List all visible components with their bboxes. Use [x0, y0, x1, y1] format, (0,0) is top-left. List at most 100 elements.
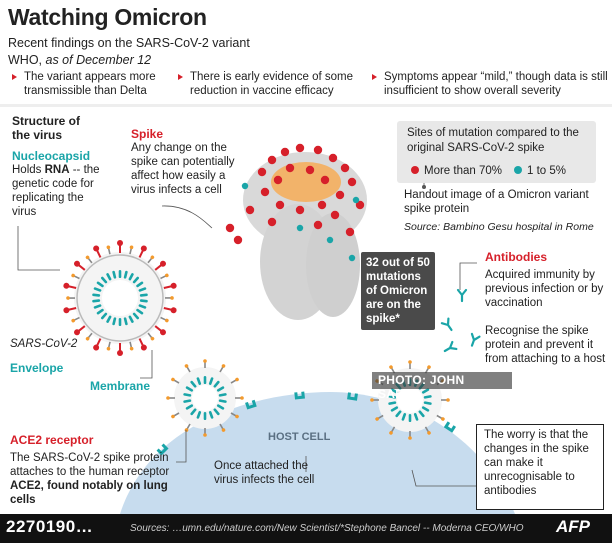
nucleocapsid-suffix: -- the [69, 164, 100, 176]
nucleocapsid-desc: genetic code for replicating the virus [12, 178, 94, 218]
antibodies-title: Antibodies [485, 250, 547, 264]
afp-logo: AFP [556, 517, 590, 536]
legend-title: Sites of mutation compared to the origin… [407, 127, 579, 154]
subtitle-source: WHO, [8, 53, 46, 67]
summary-item-3: Symptoms appear “mild,” though data is s… [372, 70, 608, 98]
ace2-title: ACE2 receptor [10, 433, 94, 447]
envelope-protein-icon [166, 396, 175, 400]
subtitle-line1: Recent findings on the SARS-CoV-2 varian… [8, 36, 250, 50]
legend-label: 1 to 5% [527, 165, 566, 177]
footer-sources: Sources: …umn.edu/nature.com/New Scienti… [130, 523, 524, 534]
mutation-site-high [245, 205, 255, 215]
attached-text: Once attached the virus infects the cell [214, 460, 315, 486]
envelope-protein-icon [170, 411, 180, 419]
mutation-site-high [260, 187, 270, 197]
nucleocapsid-segment [408, 414, 412, 422]
teal-dot-icon [514, 166, 522, 174]
envelope-protein-icon [235, 396, 244, 400]
mutation-site-high [328, 153, 338, 163]
mutation-site-high [335, 190, 345, 200]
mutation-site-high [295, 143, 305, 153]
spike-icon [163, 305, 178, 314]
subtitle: Recent findings on the SARS-CoV-2 varian… [8, 35, 250, 69]
spike-block: Spike Any change on the spike can potent… [131, 127, 249, 197]
mutation-site-high [295, 205, 305, 215]
bullet-triangle-icon [12, 74, 17, 80]
mutation-site-high [320, 175, 330, 185]
nucleocapsid-line1: Holds RNA -- the [12, 163, 132, 177]
mutation-site-high [313, 220, 323, 230]
envelope-protein-icon [159, 315, 170, 323]
nucleocapsid-segment [118, 318, 122, 326]
summary-text: There is early evidence of some reductio… [190, 71, 353, 97]
ace2-desc: The SARS-CoV-2 spike protein attaches to… [10, 451, 185, 507]
nucleocapsid-prefix: Holds [12, 164, 45, 176]
footer-code: 2270190… [6, 517, 94, 536]
subtitle-date: as of December 12 [45, 53, 152, 67]
structure-heading: Structure of the virus [12, 114, 81, 142]
summary-item-2: There is early evidence of some reductio… [178, 70, 363, 98]
mutation-site-high [280, 147, 290, 157]
membrane-label: Membrane [90, 379, 151, 393]
mutation-site-high [275, 200, 285, 210]
photo-credit: PHOTO: JOHN SAEKI [372, 372, 512, 401]
summary-item-1: The variant appears more transmissible t… [12, 70, 172, 98]
footer-bar [0, 514, 612, 543]
mutation-site-low [348, 254, 356, 262]
antibodies-desc1: Acquired immunity by previous infection … [485, 269, 604, 309]
mutation-site-low [241, 182, 249, 190]
handout-source: Source: Bambino Gesu hospital in Rome [404, 221, 594, 233]
spike-icon [163, 282, 178, 291]
envelope-protein-icon [218, 363, 226, 373]
envelope-label: Envelope [10, 361, 64, 375]
ace2-desc-bold: ACE2, found notably on lung cells [10, 480, 168, 506]
envelope-protein-icon [164, 296, 174, 300]
spike-icon [117, 343, 123, 356]
envelope-protein-icon [203, 359, 207, 368]
mutation-callout: 32 out of 50 mutations of Omicron are on… [361, 252, 435, 330]
legend-item-high: More than 70% [411, 165, 502, 177]
bullet-triangle-icon [178, 74, 183, 80]
spike-desc: Any change on the spike can potentially … [131, 142, 235, 196]
mutation-site-high [317, 200, 327, 210]
antibodies-block: Antibodies Acquired immunity by previous… [485, 250, 607, 310]
envelope-protein-icon [85, 254, 94, 264]
antibody-icons [440, 288, 481, 356]
mutation-site-high [267, 217, 277, 227]
envelope-protein-icon [146, 254, 155, 264]
envelope-protein-icon [66, 296, 76, 300]
mutation-legend: Sites of mutation compared to the origin… [397, 121, 596, 183]
envelope-protein-icon [70, 273, 81, 281]
mutation-site-high [305, 165, 315, 175]
nucleocapsid-segment [118, 270, 122, 278]
spike-title: Spike [131, 127, 164, 141]
envelope-protein-icon [159, 272, 170, 281]
ace2-block: ACE2 receptor The SARS-CoV-2 spike prote… [10, 433, 210, 507]
summary-text: Symptoms appear “mild,” though data is s… [384, 71, 608, 97]
nucleocapsid-block: Nucleocapsid Holds RNA -- the genetic co… [12, 149, 132, 219]
mutation-site-high [313, 145, 323, 155]
envelope-protein-icon [441, 398, 450, 402]
nucleocapsid-title: Nucleocapsid [12, 149, 91, 163]
handout-caption: Handout image of a Omicron variant spike… [404, 189, 589, 215]
mutation-site-high [355, 200, 365, 210]
mutation-site-low [352, 196, 360, 204]
envelope-protein-icon [170, 377, 180, 385]
mutation-site-high [340, 163, 350, 173]
mutation-site-high [233, 235, 243, 245]
mutation-site-high [345, 227, 355, 237]
host-cell-label: HOST CELL [268, 431, 331, 443]
spike-icon [117, 240, 123, 253]
spike-protein-image [225, 143, 367, 320]
mutation-site-high [267, 155, 277, 165]
virus-large [62, 240, 178, 356]
legend-item-low: 1 to 5% [514, 165, 566, 177]
envelope-protein-icon [184, 363, 192, 373]
page-title: Watching Omicron [8, 4, 207, 30]
subtitle-line2: WHO, as of December 12 [8, 52, 250, 69]
envelope-protein-icon [408, 360, 412, 369]
spike-icon [62, 305, 77, 314]
mutation-site-high [273, 175, 283, 185]
bullet-triangle-icon [372, 74, 377, 80]
